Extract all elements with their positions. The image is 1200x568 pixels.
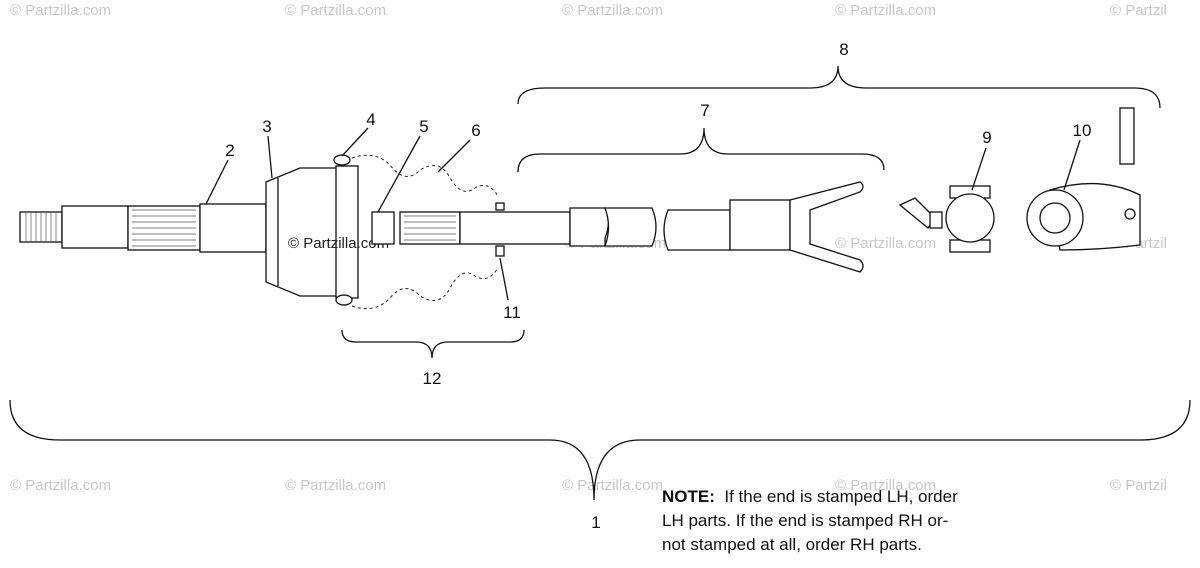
watermark-top-1: © Partzilla.com bbox=[10, 2, 111, 19]
note-heading: NOTE: bbox=[662, 487, 715, 506]
callout-2: 2 bbox=[225, 141, 234, 160]
callout-12: 12 bbox=[423, 369, 442, 388]
watermark-bot-3: © Partzilla.com bbox=[562, 477, 663, 494]
watermark-mid-2: © Partzilla.com bbox=[835, 235, 936, 252]
watermark-bot-4: © Partzilla.com bbox=[835, 477, 936, 494]
watermark-bot-1: © Partzilla.com bbox=[10, 477, 111, 494]
bracket-assembly-8 bbox=[517, 65, 1161, 109]
callout-labels: 1 2 3 4 5 6 7 8 9 10 11 12 bbox=[225, 40, 1091, 532]
callout-9: 9 bbox=[982, 128, 991, 147]
part-boot-dashed bbox=[351, 154, 499, 310]
watermark-top-2: © Partzilla.com bbox=[285, 2, 386, 19]
watermark-bot-5: © Partzil bbox=[1110, 477, 1167, 494]
watermark-bot-2: © Partzilla.com bbox=[285, 477, 386, 494]
part-outer-stub-shaft bbox=[19, 203, 267, 253]
callout-11: 11 bbox=[503, 303, 521, 322]
note-line-1: NOTE: If the end is stamped LH, order bbox=[662, 485, 1082, 509]
part-u-joint-cross bbox=[898, 185, 995, 253]
callout-5: 5 bbox=[419, 117, 428, 136]
note-text-1: If the end is stamped LH, order bbox=[724, 487, 958, 506]
bracket-boot-kit-12 bbox=[341, 329, 525, 359]
callout-4: 4 bbox=[366, 110, 375, 129]
bracket-complete-1 bbox=[9, 399, 1191, 501]
part-inner-shaft bbox=[371, 181, 864, 273]
callout-1: 1 bbox=[591, 513, 600, 532]
callout-10: 10 bbox=[1073, 121, 1092, 140]
watermark-layer: © Partzilla.com © Partzilla.com © Partzi… bbox=[10, 2, 1167, 494]
callout-8: 8 bbox=[839, 40, 848, 59]
watermark-top-4: © Partzilla.com bbox=[835, 2, 936, 19]
note-line-3: not stamped at all, order RH parts. bbox=[662, 535, 922, 554]
callout-3: 3 bbox=[262, 117, 271, 136]
callout-6: 6 bbox=[471, 121, 480, 140]
part-cv-joint-housing: © Partzilla.com bbox=[265, 154, 389, 306]
leader-lines bbox=[205, 127, 1081, 301]
note-line-2: LH parts. If the end is stamped RH or- bbox=[662, 511, 949, 530]
bracket-shaft-7 bbox=[517, 127, 885, 173]
part-yoke bbox=[1026, 107, 1141, 251]
housing-watermark: © Partzilla.com bbox=[288, 235, 389, 252]
watermark-top-5: © Partzil bbox=[1110, 2, 1167, 19]
watermark-top-3: © Partzilla.com bbox=[562, 2, 663, 19]
stamping-note: NOTE: If the end is stamped LH, order LH… bbox=[662, 485, 1082, 557]
callout-7: 7 bbox=[700, 101, 709, 120]
